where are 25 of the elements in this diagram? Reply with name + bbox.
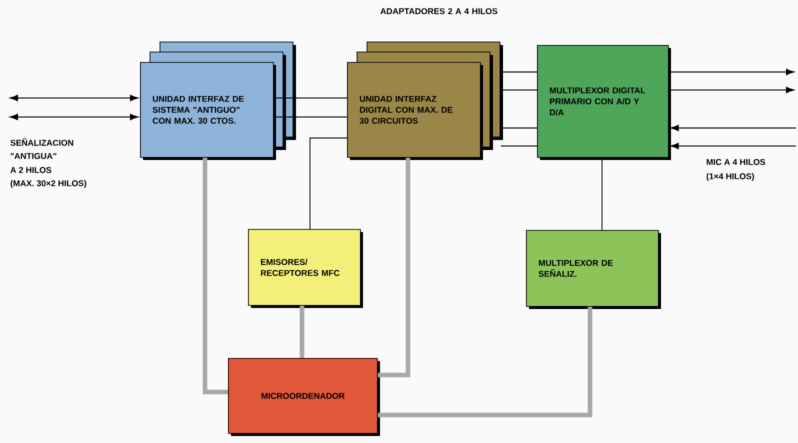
multiplexer-box: MULTIPLEXOR DIGITAL PRIMARIO CON A/D Y D/A <box>537 45 671 160</box>
box-heading: ADAPTADORES 2 A 4 HILOS <box>380 8 498 14</box>
bus-line <box>300 306 304 358</box>
computer-box: MICROORDENADOR <box>228 358 380 436</box>
arrow <box>668 68 794 76</box>
arrow <box>670 142 796 150</box>
signal-label: "ANTIGUA" <box>10 153 56 159</box>
transceiver-box: EMISORES/ RECEPTORES MFC <box>248 229 363 308</box>
arrow <box>670 124 796 132</box>
stacked-unit-box: UNIDAD INTERFAZ DIGITAL CON MAX. DE 30 CIRCUITOS <box>347 42 503 160</box>
signal-label: A 2 HILOS <box>10 167 52 173</box>
signal-label: (MAX. 30×2 HILOS) <box>10 180 86 188</box>
arrow <box>668 86 794 94</box>
bus-line <box>202 158 228 394</box>
bus-line <box>378 158 410 378</box>
arrow <box>10 114 138 120</box>
signal-label: MIC A 4 HILOS <box>706 159 766 165</box>
signal-label: SEÑALIZACION <box>10 138 74 146</box>
stacked-unit-box: UNIDAD INTERFAZ DE SISTEMA "ANTIGUO" CON MAX. 30 CTOS. <box>140 42 296 160</box>
signal-label: (1×4 HILOS) <box>706 173 754 181</box>
arrow <box>10 94 138 102</box>
multiplexer-box: MULTIPLEXOR DE SEÑALIZ. <box>526 230 661 309</box>
connector-line <box>273 116 348 118</box>
connector-line <box>310 138 348 230</box>
bus-line <box>378 306 592 418</box>
